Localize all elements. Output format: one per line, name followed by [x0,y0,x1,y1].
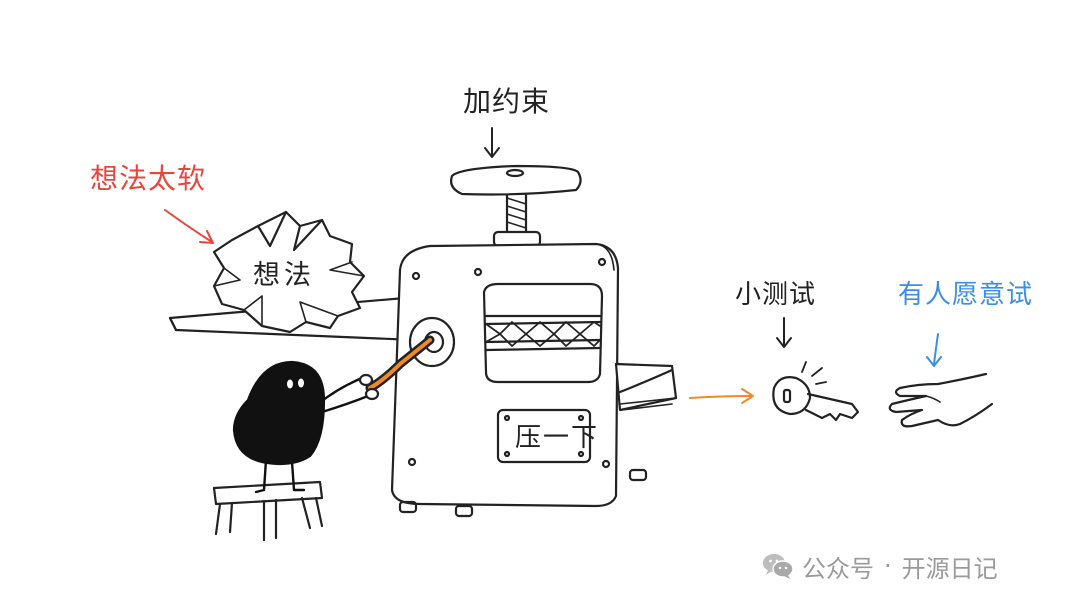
someone-willing-label: 有人愿意试 [898,280,1034,310]
watermark-separator: · [884,552,892,580]
press-nameplate-label: 压一下 [515,423,600,453]
down-arrow-icon [484,127,500,158]
step-stool [212,480,324,542]
orange-arrow-icon [689,388,754,404]
crumpled-paper-ball [212,210,366,334]
crank-handle [365,335,435,393]
small-test-label: 小测试 [735,280,817,310]
watermark-account-name: 开源日记 [901,554,998,583]
black-bean-character [232,360,380,494]
nameplate-frame [496,408,592,464]
wechat-icon [763,554,794,579]
key-icon [772,361,860,422]
open-hand-icon [888,372,994,428]
press-machine [390,164,678,518]
red-arrow-icon [164,209,214,244]
add-constraint-label: 加约束 [463,85,551,118]
press-screw [492,190,542,248]
watermark: 公众号 · 开源日记 [762,550,998,583]
press-wheel-handle [450,164,582,196]
watermark-prefix: 公众号 [802,554,874,583]
blue-arrow-icon [926,333,942,367]
idea-too-soft-label: 想法太软 [90,162,207,195]
down-arrow-icon [776,317,792,348]
paper-idea-label: 想法 [253,260,315,291]
